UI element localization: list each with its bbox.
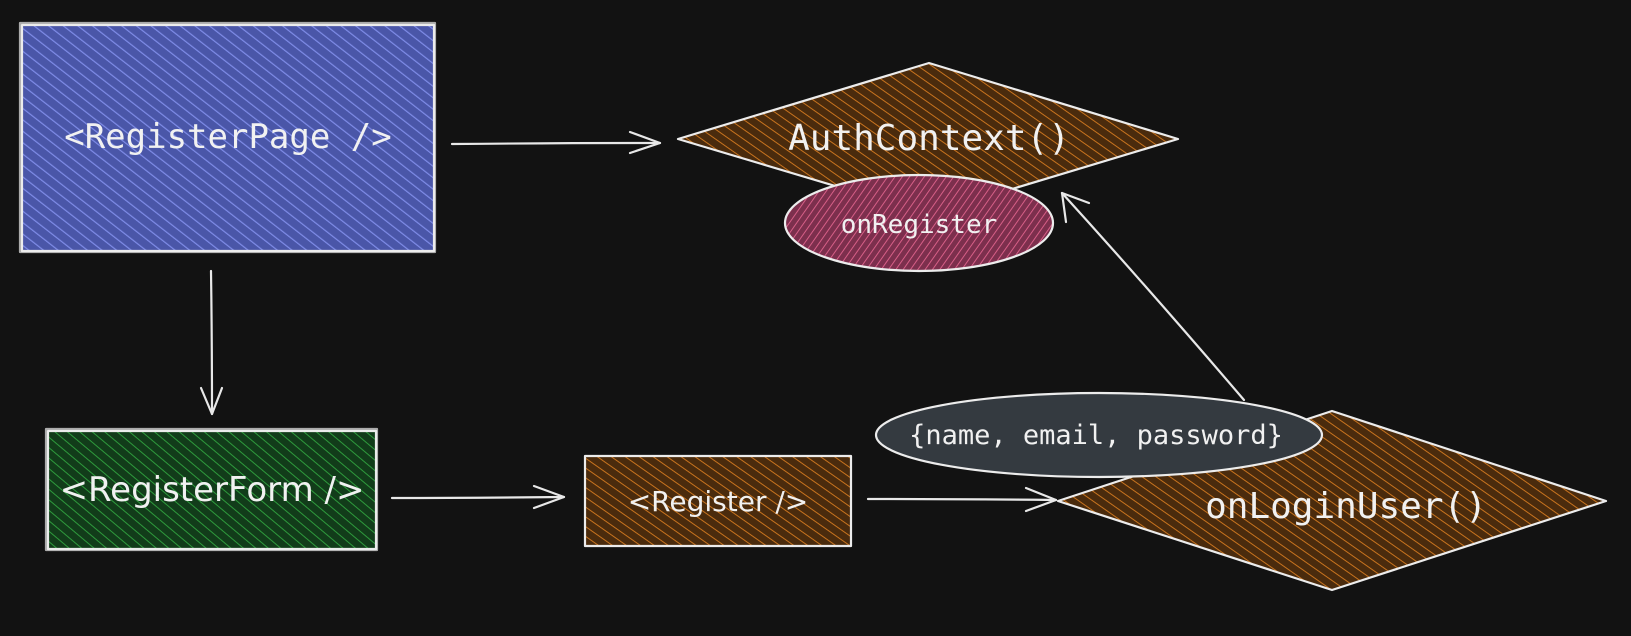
edge-register-to-onloginuser	[866, 486, 1058, 513]
on-register-label: onRegister	[841, 210, 998, 240]
register-page-node[interactable]: <RegisterPage />	[18, 21, 437, 254]
auth-context-node[interactable]: AuthContext()	[676, 61, 1180, 216]
edge-registerpage-to-registerform	[199, 269, 224, 416]
register-label: <Register />	[628, 485, 809, 518]
on-login-user-node[interactable]: onLoginUser()	[1056, 409, 1608, 592]
edge-registerpage-to-authcontext	[450, 130, 662, 155]
register-form-label: <RegisterForm />	[60, 470, 365, 510]
edge-payload-to-authcontext	[1060, 191, 1246, 402]
on-register-node[interactable]: onRegister	[783, 173, 1055, 273]
edge-registerform-to-register	[390, 484, 566, 510]
register-page-label: <RegisterPage />	[64, 117, 392, 157]
auth-context-label: AuthContext()	[788, 118, 1070, 159]
payload-label: {name, email, password}	[909, 420, 1283, 451]
payload-node[interactable]: {name, email, password}	[874, 391, 1324, 479]
on-login-user-label: onLoginUser()	[1205, 486, 1487, 527]
register-node[interactable]: <Register />	[583, 454, 853, 548]
register-form-node[interactable]: <RegisterForm />	[44, 427, 379, 552]
